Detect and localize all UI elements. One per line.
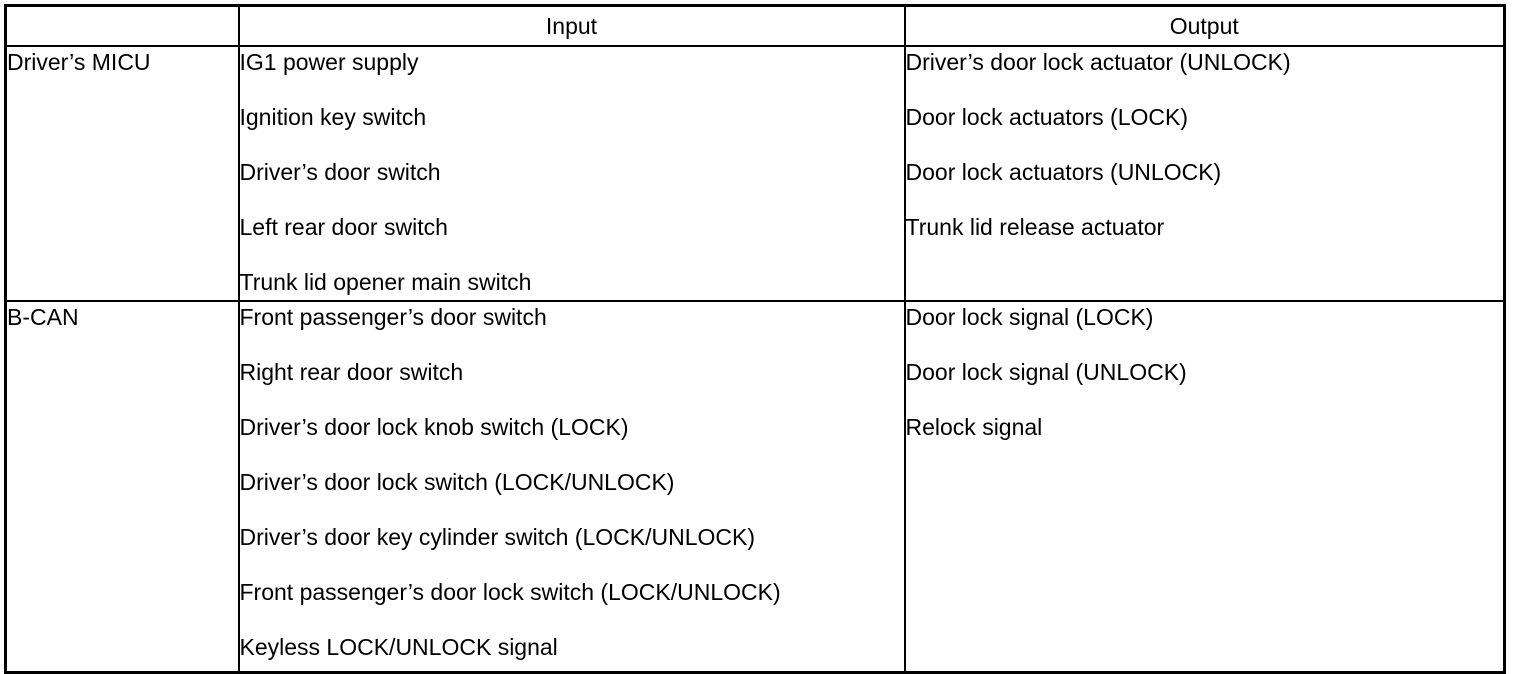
- list-item: Door lock signal (UNLOCK): [905, 359, 1187, 385]
- output-signal-cell: Door lock signal (LOCK) Door lock signal…: [903, 300, 1506, 674]
- list-item: Driver’s door switch: [239, 159, 441, 185]
- list-item: Driver’s door lock knob switch (LOCK): [239, 414, 629, 440]
- table-header: Input Output: [4, 4, 1506, 47]
- column-header-module: [4, 4, 240, 47]
- column-header-input: Input: [237, 4, 906, 47]
- list-item: Trunk lid opener main switch: [239, 269, 532, 295]
- module-name-cell: Driver’s MICU: [4, 45, 240, 302]
- input-output-signal-table: Input Output Driver’s MICU IG1 power sup…: [4, 4, 1506, 674]
- list-item: Door lock signal (LOCK): [905, 304, 1154, 330]
- input-signal-cell: Front passenger’s door switch Right rear…: [237, 300, 906, 674]
- input-signal-list: Front passenger’s door switch Right rear…: [240, 302, 904, 662]
- list-item: Ignition key switch: [239, 104, 427, 130]
- list-item: Driver’s door lock actuator (UNLOCK): [905, 49, 1291, 75]
- list-item: Door lock actuators (UNLOCK): [905, 159, 1222, 185]
- output-signal-list: Door lock signal (LOCK) Door lock signal…: [906, 302, 1504, 442]
- table-body: Driver’s MICU IG1 power supply Ignition …: [4, 45, 1506, 674]
- list-item: Relock signal: [905, 414, 1043, 440]
- list-item: Right rear door switch: [239, 359, 464, 385]
- module-name-cell: B-CAN: [4, 300, 240, 674]
- table-row: Driver’s MICU IG1 power supply Ignition …: [4, 45, 1506, 302]
- list-item: Driver’s door lock switch (LOCK/UNLOCK): [239, 469, 675, 495]
- list-item: Door lock actuators (LOCK): [905, 104, 1188, 130]
- list-item: Trunk lid release actuator: [905, 214, 1165, 240]
- list-item: Driver’s door key cylinder switch (LOCK/…: [239, 524, 756, 550]
- input-signal-cell: IG1 power supply Ignition key switch Dri…: [237, 45, 906, 302]
- table-row: B-CAN Front passenger’s door switch Righ…: [4, 300, 1506, 674]
- list-item: Keyless LOCK/UNLOCK signal: [239, 634, 558, 660]
- list-item: IG1 power supply: [239, 49, 419, 75]
- input-signal-list: IG1 power supply Ignition key switch Dri…: [240, 47, 904, 297]
- list-item: Left rear door switch: [239, 214, 448, 240]
- output-signal-list: Driver’s door lock actuator (UNLOCK) Doo…: [906, 47, 1504, 242]
- list-item: Front passenger’s door switch: [239, 304, 547, 330]
- list-item: Front passenger’s door lock switch (LOCK…: [239, 579, 781, 605]
- output-signal-cell: Driver’s door lock actuator (UNLOCK) Doo…: [903, 45, 1506, 302]
- table-header-row: Input Output: [4, 4, 1506, 47]
- column-header-output: Output: [903, 4, 1506, 47]
